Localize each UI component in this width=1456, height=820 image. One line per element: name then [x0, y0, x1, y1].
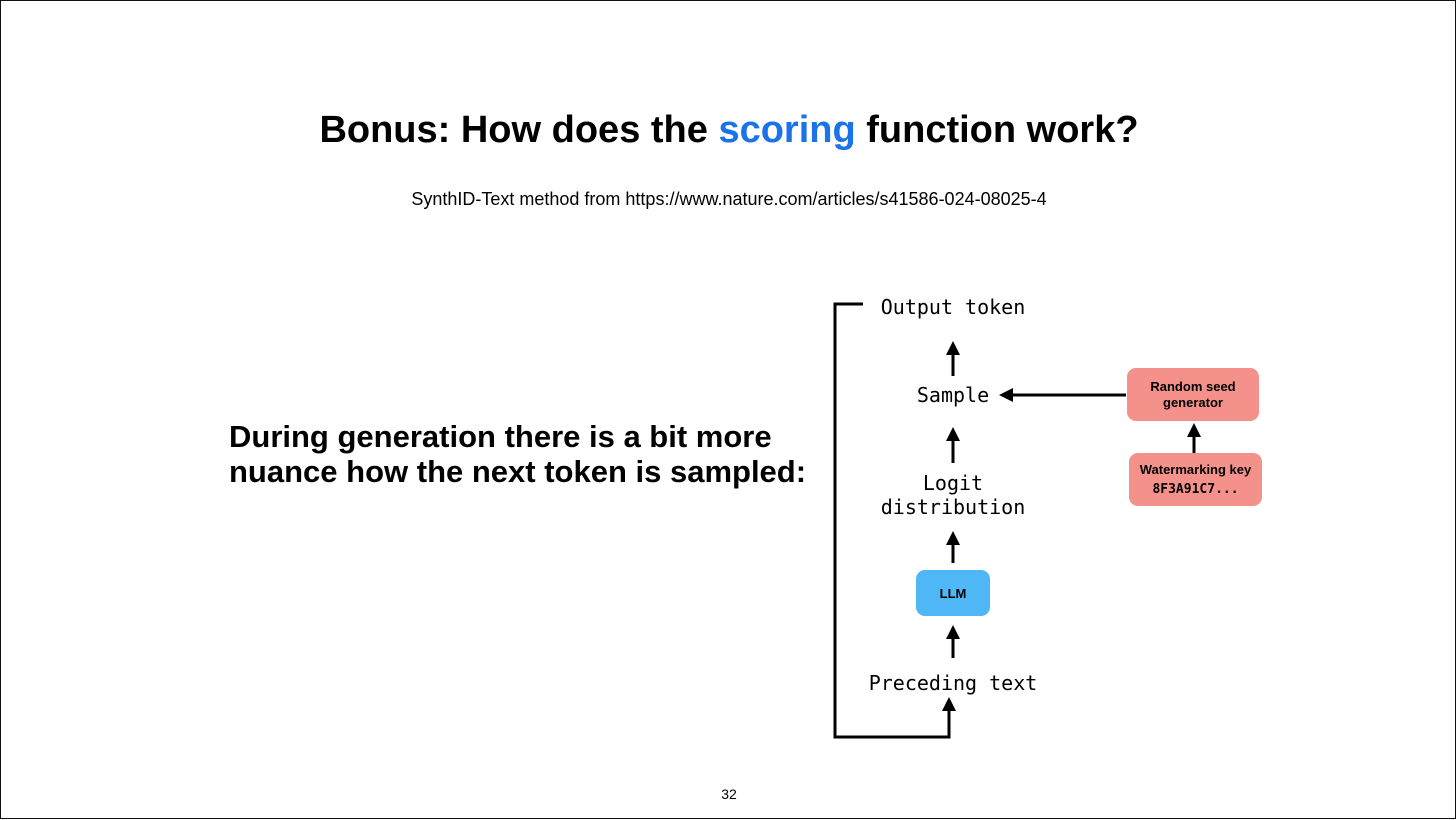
node-logit-distribution: Logit distribution — [853, 471, 1053, 519]
title-text-start: Bonus: How does the — [319, 109, 719, 151]
logit-line-1: Logit — [922, 471, 984, 495]
random-seed-label: Random seed generator — [1150, 378, 1236, 410]
title-accent-word: scoring — [718, 109, 856, 151]
node-output-token: Output token — [880, 295, 1026, 319]
feedback-loop-line — [833, 302, 951, 739]
arrowhead-llm-to-logit — [946, 531, 960, 545]
slide-title: Bonus: How does the scoring function wor… — [1, 109, 1456, 152]
body-text: During generation there is a bit more nu… — [229, 419, 807, 489]
arrowhead-seed-to-sample — [999, 388, 1013, 402]
feedback-loop-arrowhead — [942, 697, 956, 711]
node-watermarking-key: Watermarking key 8F3A91C7... — [1129, 453, 1262, 506]
arrowhead-sample-to-output — [946, 341, 960, 355]
arrowhead-text-to-llm — [946, 625, 960, 639]
page-number: 32 — [721, 786, 737, 802]
watermarking-key-value: 8F3A91C7... — [1152, 481, 1239, 497]
arrowhead-logit-to-sample — [946, 427, 960, 441]
title-text-end: function work? — [855, 109, 1139, 151]
node-sample: Sample — [916, 383, 990, 407]
arrowhead-key-to-seed — [1187, 423, 1201, 437]
node-random-seed-generator: Random seed generator — [1127, 368, 1259, 421]
llm-label: LLM — [939, 585, 967, 601]
node-llm: LLM — [916, 570, 990, 616]
watermarking-key-label: Watermarking key — [1139, 461, 1252, 477]
node-preceding-text: Preceding text — [868, 671, 1038, 695]
logit-line-2: distribution — [880, 495, 1026, 519]
slide-subtitle: SynthID-Text method from https://www.nat… — [411, 189, 1047, 209]
